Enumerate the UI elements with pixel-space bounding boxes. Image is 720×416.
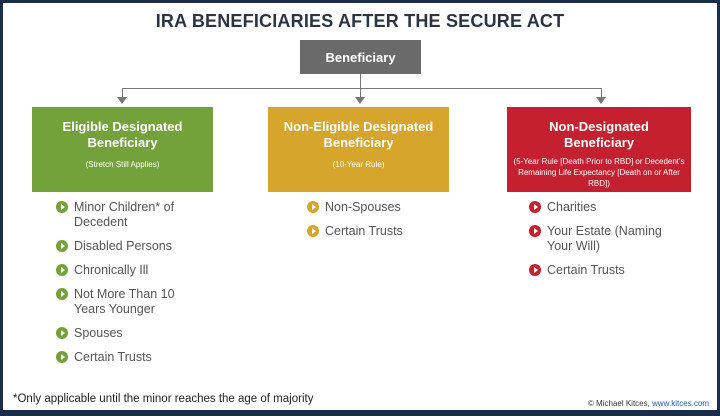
category-subtitle: (5-Year Rule [Death Prior to RBD] or Dec… bbox=[513, 157, 685, 188]
arrow-down-icon bbox=[117, 97, 127, 104]
kitces-link[interactable]: www.kitces.com bbox=[652, 399, 709, 408]
arrow-circle-icon bbox=[529, 225, 541, 237]
list-item: Spouses bbox=[54, 326, 204, 341]
eligible-list: Minor Children* of Decedent Disabled Per… bbox=[54, 200, 204, 374]
list-item: Your Estate (Naming Your Will) bbox=[527, 224, 662, 254]
arrow-down-icon bbox=[596, 97, 606, 104]
list-item: Disabled Persons bbox=[54, 239, 204, 254]
page-title: IRA BENEFICIARIES AFTER THE SECURE ACT bbox=[155, 11, 565, 31]
list-item: Non-Spouses bbox=[305, 200, 465, 215]
connector-horizontal bbox=[122, 88, 601, 89]
arrow-circle-icon bbox=[529, 201, 541, 213]
list-item: Chronically Ill bbox=[54, 263, 204, 278]
arrow-circle-icon bbox=[56, 240, 68, 252]
arrow-circle-icon bbox=[307, 225, 319, 237]
list-item: Charities bbox=[527, 200, 662, 215]
root-node-beneficiary: Beneficiary bbox=[300, 40, 421, 74]
category-heading: Non-Eligible Designated Beneficiary bbox=[283, 119, 434, 150]
list-item: Certain Trusts bbox=[54, 350, 204, 365]
connector-middle bbox=[360, 88, 361, 98]
category-subtitle: (10-Year Rule) bbox=[332, 160, 385, 169]
footnote: *Only applicable until the minor reaches… bbox=[13, 393, 314, 405]
arrow-circle-icon bbox=[307, 201, 319, 213]
category-heading: Eligible Designated Beneficiary bbox=[62, 119, 183, 150]
credit: © Michael Kitces, www.kitces.com bbox=[588, 399, 709, 408]
connector-right bbox=[601, 88, 602, 98]
arrow-down-icon bbox=[355, 97, 365, 104]
arrow-circle-icon bbox=[56, 264, 68, 276]
credit-owner: © Michael Kitces, bbox=[587, 399, 650, 408]
arrow-circle-icon bbox=[56, 351, 68, 363]
list-item: Minor Children* of Decedent bbox=[54, 200, 204, 230]
category-non-designated: Non-Designated Beneficiary (5-Year Rule … bbox=[507, 107, 691, 192]
connector-vertical-root bbox=[360, 74, 361, 89]
category-eligible-designated: Eligible Designated Beneficiary (Stretch… bbox=[32, 107, 213, 192]
infographic-frame: IRA BENEFICIARIES AFTER THE SECURE ACT B… bbox=[3, 3, 717, 410]
category-non-eligible-designated: Non-Eligible Designated Beneficiary (10-… bbox=[268, 107, 449, 192]
arrow-circle-icon bbox=[56, 327, 68, 339]
category-heading: Non-Designated Beneficiary bbox=[549, 119, 649, 150]
arrow-circle-icon bbox=[56, 288, 68, 300]
category-subtitle: (Stretch Still Applies) bbox=[85, 160, 160, 169]
list-item: Certain Trusts bbox=[305, 224, 465, 239]
arrow-circle-icon bbox=[529, 264, 541, 276]
connector-left bbox=[122, 88, 123, 98]
non-designated-list: Charities Your Estate (Naming Your Will)… bbox=[527, 200, 662, 287]
arrow-circle-icon bbox=[56, 201, 68, 213]
list-item: Not More Than 10 Years Younger bbox=[54, 287, 204, 317]
list-item: Certain Trusts bbox=[527, 263, 662, 278]
non-eligible-list: Non-Spouses Certain Trusts bbox=[305, 200, 465, 248]
